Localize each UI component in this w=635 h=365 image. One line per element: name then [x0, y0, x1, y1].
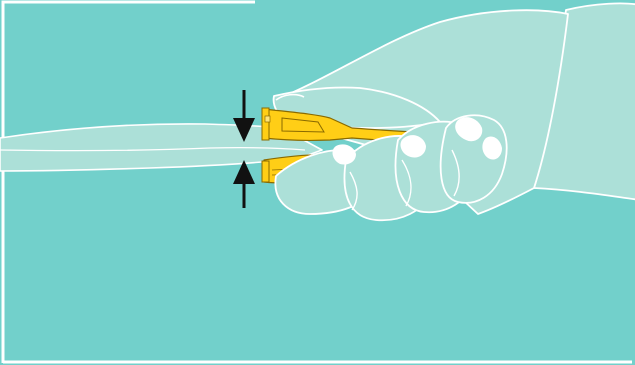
tool-upper-slot — [265, 116, 270, 122]
tool-lower-tip — [262, 161, 269, 182]
tool-upper-tip — [262, 108, 269, 140]
